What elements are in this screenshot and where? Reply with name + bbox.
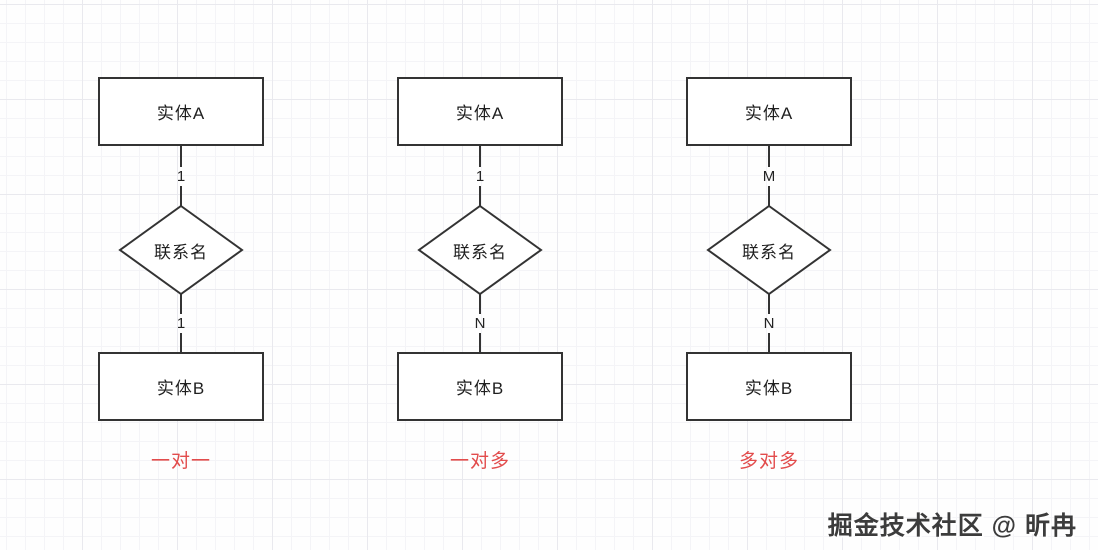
connector-top: M xyxy=(762,146,777,206)
connector-line xyxy=(768,332,770,352)
relationship-diamond: 联系名 xyxy=(98,205,264,295)
diamond-icon xyxy=(706,205,832,295)
cardinality-label-top: 1 xyxy=(475,167,485,185)
connector-top: 1 xyxy=(176,146,186,206)
cardinality-label-top: 1 xyxy=(176,167,186,185)
connector-line xyxy=(768,294,770,314)
connector-bottom: 1 xyxy=(176,294,186,352)
entity-b-box: 实体B xyxy=(98,352,264,421)
connector-line xyxy=(768,146,770,167)
entity-b-box: 实体B xyxy=(397,352,563,421)
cardinality-label-bottom: N xyxy=(474,314,486,332)
diamond-icon xyxy=(118,205,244,295)
entity-a-box: 实体A xyxy=(686,77,852,146)
cardinality-label-bottom: 1 xyxy=(176,314,186,332)
relationship-diamond: 联系名 xyxy=(686,205,852,295)
entity-b-box: 实体B xyxy=(686,352,852,421)
caption-many-to-many: 多对多 xyxy=(738,451,799,472)
caption-one-to-one: 一对一 xyxy=(150,451,211,472)
connector-line xyxy=(180,146,182,167)
connector-line xyxy=(479,185,481,206)
watermark: 掘金技术社区 @ 昕冉 xyxy=(827,512,1077,540)
connector-line xyxy=(180,185,182,206)
connector-bottom: N xyxy=(474,294,487,352)
diamond-icon xyxy=(417,205,543,295)
connector-line xyxy=(768,185,770,206)
connector-line xyxy=(479,332,481,352)
connector-line xyxy=(180,294,182,314)
relationship-diamond: 联系名 xyxy=(397,205,563,295)
connector-line xyxy=(479,294,481,314)
connector-line xyxy=(180,332,182,352)
cardinality-label-top: M xyxy=(762,167,776,185)
er-column-one-to-one: 实体A 1 联系名 1 实体B 一对一 xyxy=(98,77,264,473)
entity-a-box: 实体A xyxy=(98,77,264,146)
er-column-many-to-many: 实体A M 联系名 N 实体B 多对多 xyxy=(686,77,852,473)
er-column-one-to-many: 实体A 1 联系名 N 实体B 一对多 xyxy=(397,77,563,473)
cardinality-label-bottom: N xyxy=(763,314,775,332)
relation-label: 联系名 xyxy=(742,242,796,262)
caption-one-to-many: 一对多 xyxy=(449,451,510,472)
relation-label: 联系名 xyxy=(453,242,507,262)
entity-a-box: 实体A xyxy=(397,77,563,146)
relation-label: 联系名 xyxy=(154,242,208,262)
connector-line xyxy=(479,146,481,167)
connector-top: 1 xyxy=(475,146,485,206)
connector-bottom: N xyxy=(763,294,776,352)
